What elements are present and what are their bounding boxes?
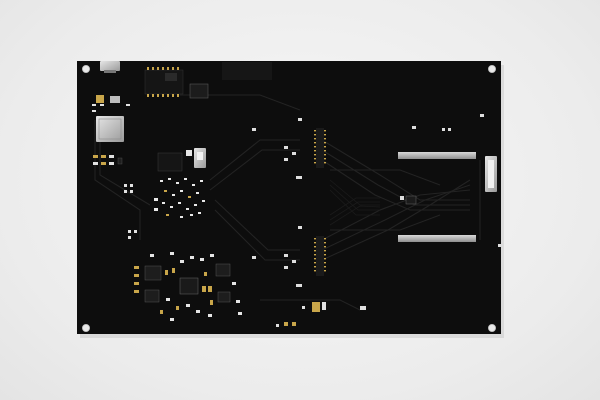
- mounting-hole-top-right: [487, 65, 496, 74]
- crystal-small: [96, 95, 104, 103]
- mounting-holes: [82, 65, 496, 332]
- smd-part: [186, 150, 192, 156]
- smd-mid-cluster: [252, 114, 501, 287]
- mounting-hole-bottom-left: [82, 323, 91, 332]
- usb-connector: [100, 61, 120, 73]
- edge-connector-upper: [398, 152, 476, 159]
- side-connector-right: [485, 156, 497, 192]
- mid-ic: [157, 152, 183, 172]
- smd-center-cluster: [154, 178, 205, 218]
- large-ic-top: [144, 67, 184, 97]
- top-header-block: [222, 62, 272, 80]
- pcb-board: [77, 61, 501, 334]
- slide-switch: [194, 148, 206, 168]
- pcb-traces-dense: [329, 179, 381, 226]
- smd-left-cluster: [92, 104, 137, 239]
- ic-column-upper: [314, 128, 326, 168]
- shielded-chip: [96, 116, 124, 142]
- power-section: [134, 252, 242, 321]
- smd-part-white: [110, 96, 120, 103]
- mounting-hole-top-left: [82, 65, 91, 74]
- small-ic-right: [405, 195, 417, 205]
- edge-connector-lower: [398, 235, 476, 242]
- bottom-gold-parts: [276, 302, 366, 327]
- pcb-traces: [94, 94, 481, 311]
- mounting-hole-bottom-right: [487, 323, 496, 332]
- ic-column-lower: [314, 236, 326, 276]
- small-ic-top: [189, 83, 209, 99]
